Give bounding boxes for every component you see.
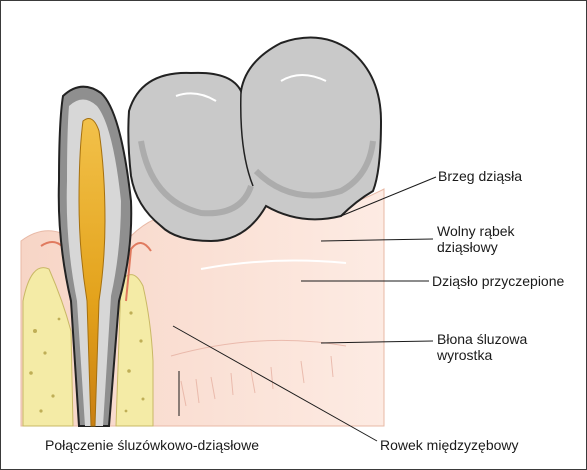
label-alveolar-mucosa-line1: Błona śluzowa bbox=[437, 331, 527, 347]
label-mucogingival-junction: Połączenie śluzówkowo-dziąsłowe bbox=[45, 437, 259, 453]
molar-teeth bbox=[128, 38, 381, 241]
label-free-gingiva-line2: dziąsłowy bbox=[437, 239, 498, 255]
label-alveolar-mucosa-line2: wyrostka bbox=[437, 347, 492, 363]
label-free-gingiva-line1: Wolny rąbek bbox=[437, 223, 515, 239]
label-attached-gingiva: Dziąsło przyczepione bbox=[432, 273, 564, 289]
label-interdental-groove: Rowek międzyzębowy bbox=[380, 437, 519, 453]
label-gum-margin: Brzeg dziąsła bbox=[438, 168, 522, 184]
